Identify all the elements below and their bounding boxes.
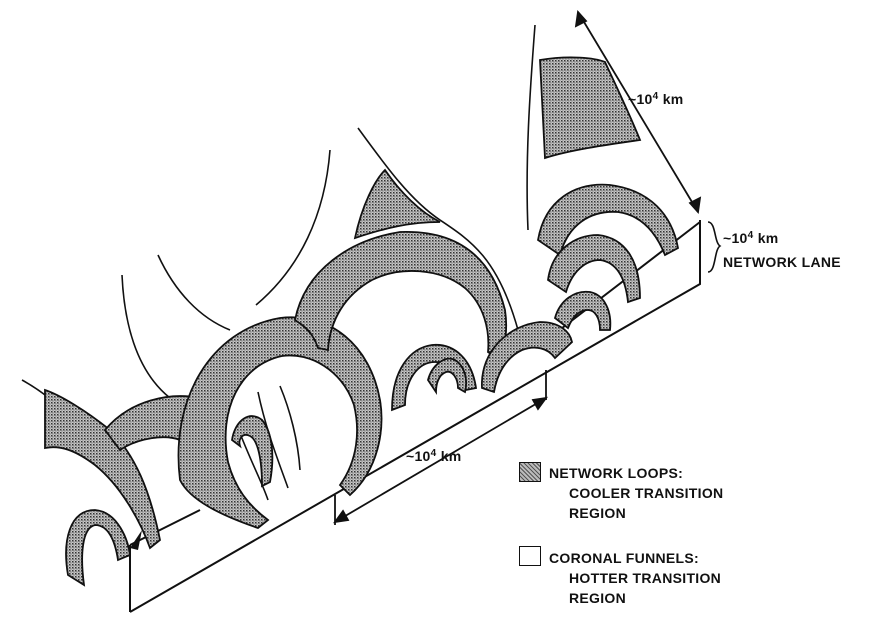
lane-height-bracket [707, 221, 722, 273]
label-exponent: 4 [747, 230, 754, 241]
dimension-arrows [333, 9, 702, 525]
network-loop [231, 415, 274, 488]
label-prefix: ~10 [628, 91, 653, 107]
network-loop [427, 357, 468, 395]
network-loop [177, 316, 383, 530]
label-unit: km [436, 448, 462, 464]
network-loop [547, 234, 641, 304]
legend-swatch-coronal-funnels [519, 546, 541, 566]
network-loop [353, 168, 441, 240]
network-loop [44, 388, 161, 550]
top-diagonal-scale-label: ~104 km [628, 91, 684, 108]
small-arrowhead-marker [130, 530, 142, 550]
label-unit: km [753, 230, 779, 246]
legend-network-loops-line3: REGION [569, 505, 627, 521]
network-loop [481, 321, 573, 394]
label-exponent: 4 [652, 91, 659, 102]
lane-height-scale-label: ~104 km [723, 230, 779, 247]
legend-network-loops-title: NETWORK LOOPS: [549, 465, 684, 481]
label-unit: km [658, 91, 684, 107]
network-loops [44, 56, 680, 587]
network-loop [539, 56, 642, 160]
legend-network-loops-line2: COOLER TRANSITION [569, 485, 724, 501]
label-prefix: ~10 [723, 230, 748, 246]
network-loop [65, 509, 131, 587]
legend-coronal-funnels-line2: HOTTER TRANSITION [569, 570, 722, 586]
bottom-span-scale-label: ~104 km [406, 448, 462, 465]
legend-coronal-funnels-line3: REGION [569, 590, 627, 606]
label-exponent: 4 [430, 448, 437, 459]
network-lane-label: NETWORK LANE [723, 254, 841, 270]
network-loop [537, 183, 680, 257]
label-prefix: ~10 [406, 448, 431, 464]
legend-coronal-funnels-title: CORONAL FUNNELS: [549, 550, 699, 566]
legend-swatch-network-loops [519, 462, 541, 482]
network-loop [294, 231, 508, 362]
network-loop [553, 290, 612, 331]
